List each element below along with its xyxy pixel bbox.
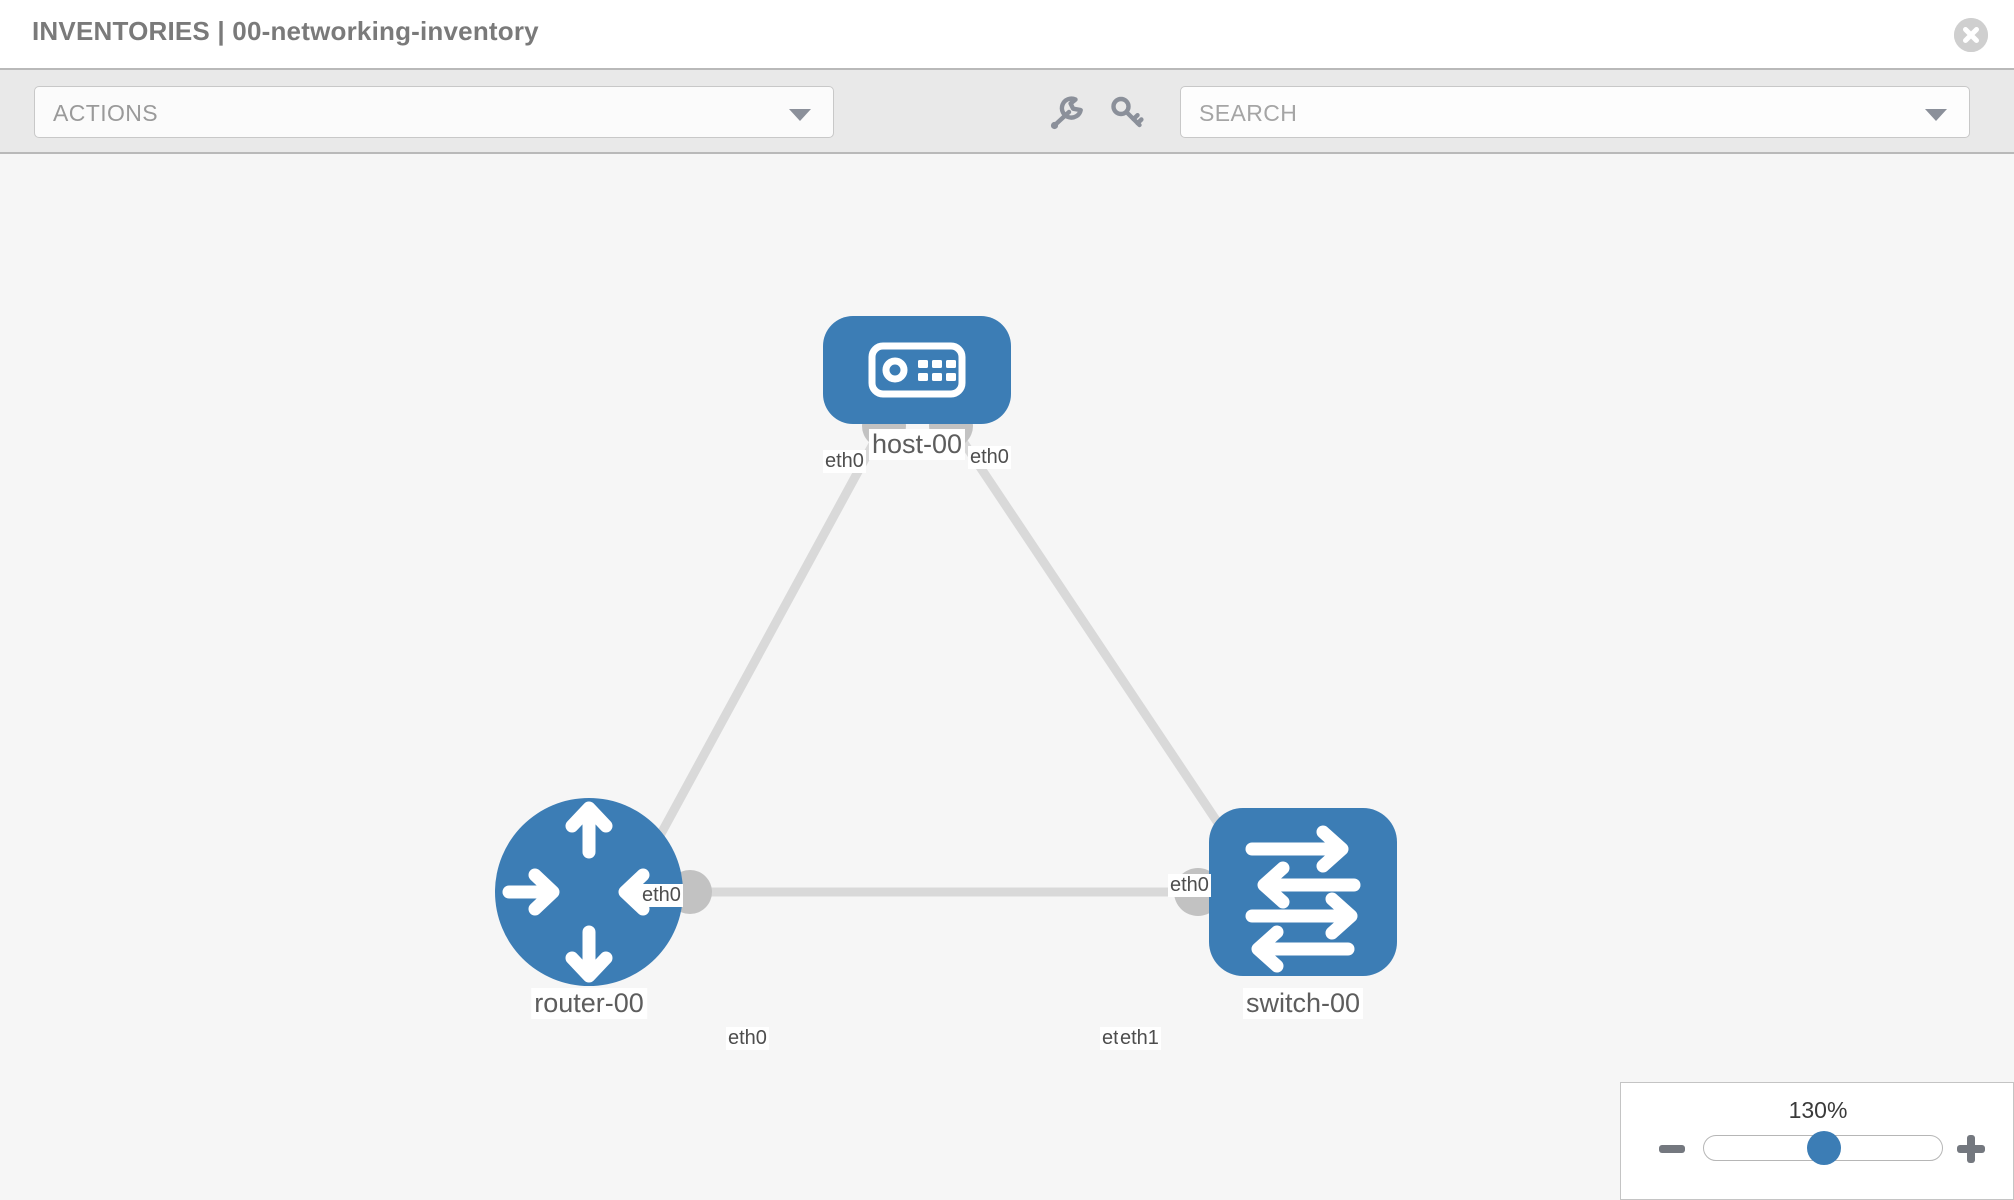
topology-toolbar: ACTIONS SEARCH [0, 68, 2014, 154]
node-label-host-00: host-00 [868, 429, 966, 460]
router-arrows-icon [502, 801, 676, 983]
switch-arrows-icon [1245, 825, 1361, 973]
topology-graph [495, 316, 1397, 986]
zoom-slider[interactable] [1703, 1131, 1943, 1165]
actions-dropdown-label: ACTIONS [53, 100, 159, 126]
window-header: INVENTORIES | 00-networking-inventory [0, 0, 2014, 68]
iface-label-router-host: eth0 [640, 884, 683, 907]
node-switch-00 [1209, 808, 1397, 976]
server-icon [868, 342, 966, 398]
chevron-down-icon[interactable] [1925, 109, 1947, 121]
page-title: INVENTORIES | 00-networking-inventory [32, 16, 539, 46]
zoom-slider-thumb[interactable] [1807, 1131, 1841, 1165]
search-placeholder: SEARCH [1199, 100, 1298, 126]
key-icon[interactable] [1106, 92, 1148, 134]
topology-canvas[interactable]: host-00 router-00 switch-00 eth0 eth0 et… [0, 154, 2014, 1200]
close-icon[interactable] [1954, 18, 1988, 52]
server-icon-led [882, 357, 908, 383]
topology-links [645, 417, 1237, 897]
zoom-out-button[interactable] [1659, 1145, 1685, 1153]
zoom-control-panel: 130% [1620, 1082, 2014, 1200]
node-host-00 [823, 316, 1011, 424]
link-host-switch [945, 417, 1237, 849]
link-host-router [645, 417, 890, 859]
iface-label-switch-router: eth1 [1118, 1027, 1161, 1050]
zoom-in-button[interactable] [1957, 1135, 1985, 1163]
chevron-down-icon [789, 109, 811, 121]
search-input[interactable]: SEARCH [1180, 86, 1970, 138]
node-router-00 [495, 798, 683, 986]
node-label-router-00: router-00 [531, 988, 647, 1019]
server-icon-vents [918, 360, 956, 381]
wrench-icon[interactable] [1046, 92, 1088, 134]
actions-dropdown[interactable]: ACTIONS [34, 86, 834, 138]
node-label-switch-00: switch-00 [1242, 988, 1364, 1019]
zoom-level-value: 130% [1788, 1097, 1848, 1123]
iface-label-host-router: eth0 [823, 450, 866, 473]
iface-label-switch-host: eth0 [1168, 874, 1211, 897]
iface-label-router-switch: eth0 [726, 1027, 769, 1050]
iface-label-host-switch: eth0 [968, 446, 1011, 469]
